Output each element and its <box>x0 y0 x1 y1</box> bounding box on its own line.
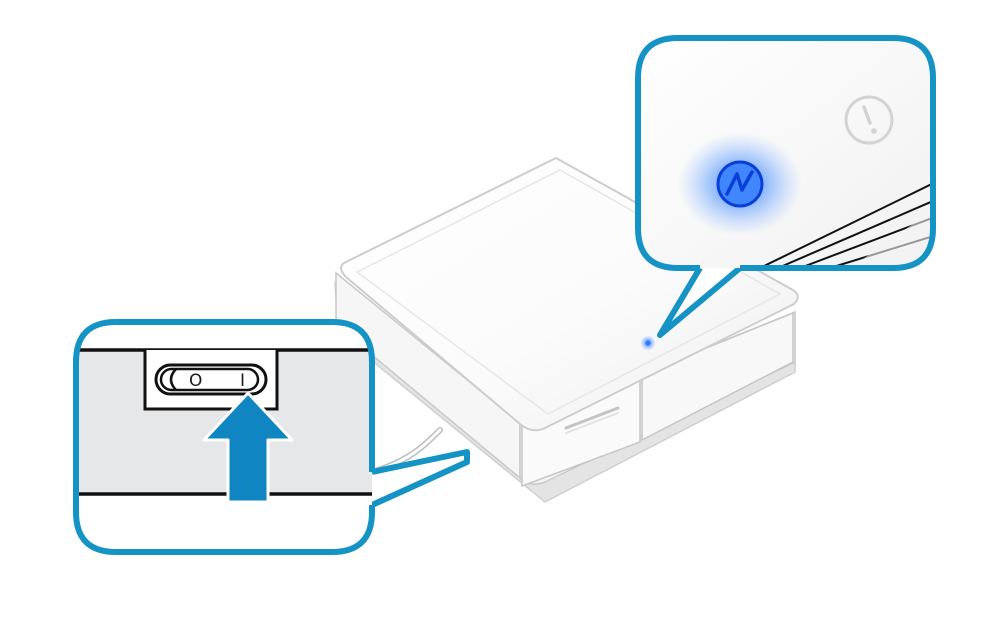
switch-on-label: I <box>240 371 245 391</box>
exclamation-icon <box>862 105 872 125</box>
power-switch[interactable]: O I <box>154 363 268 396</box>
power-zigzag-icon <box>725 170 754 196</box>
push-up-arrow-icon <box>202 391 294 504</box>
error-led <box>844 95 894 145</box>
power-led <box>678 132 802 236</box>
power-switch-callout: O I <box>73 319 470 555</box>
cash-drawer-device <box>334 156 799 503</box>
switch-off-label: O <box>189 371 202 391</box>
led-indicator-callout <box>635 35 936 338</box>
